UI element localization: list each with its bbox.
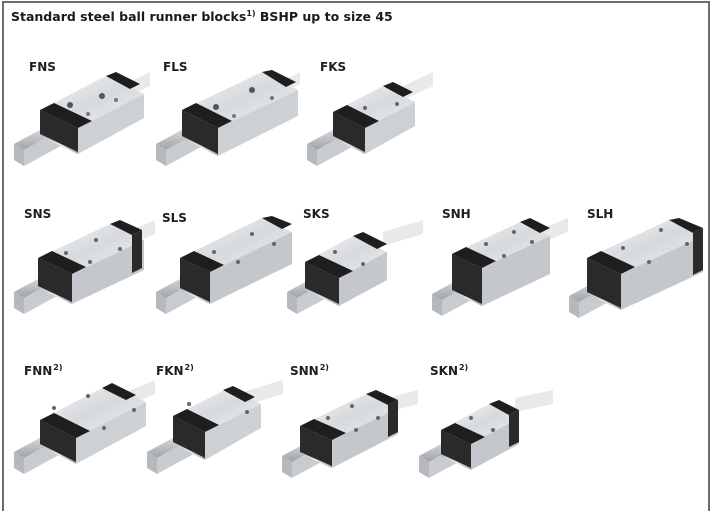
runner-block-flanged-normal-icon: [10, 72, 150, 172]
title-footnote: 1): [246, 9, 256, 18]
label-snh: SNH: [442, 207, 471, 221]
runner-block-slim-short-narrow-icon: [415, 390, 555, 490]
label-snn: SNN2): [290, 363, 329, 378]
label-fkn: FKN2): [156, 363, 194, 378]
runner-block-flanged-short-narrow-icon: [143, 380, 283, 480]
label-slh: SLH: [587, 207, 614, 221]
runner-block-slim-narrow-icon: [278, 390, 418, 490]
runner-block-flanged-long-icon: [152, 70, 302, 172]
label-skn: SKN2): [430, 363, 469, 378]
title-suffix: BSHP up to size 45: [259, 9, 393, 24]
runner-block-slim-normal-icon: [10, 220, 155, 320]
runner-block-slim-high-icon: [428, 218, 568, 322]
page-title: Standard steel ball runner blocks1) BSHP…: [11, 9, 393, 24]
label-fks: FKS: [320, 60, 347, 74]
runner-block-flanged-narrow-icon: [10, 380, 155, 480]
runner-block-slim-long-icon: [152, 216, 297, 320]
label-fnn: FNN2): [24, 363, 63, 378]
label-fns: FNS: [29, 60, 56, 74]
runner-block-slim-short-icon: [283, 220, 423, 320]
runner-block-flanged-short-icon: [303, 72, 433, 172]
label-fls: FLS: [163, 60, 188, 74]
label-sks: SKS: [303, 207, 330, 221]
label-sls: SLS: [162, 211, 187, 225]
runner-block-slim-long-high-icon: [565, 218, 710, 324]
title-text: Standard steel ball runner blocks: [11, 9, 247, 24]
label-sns: SNS: [24, 207, 52, 221]
